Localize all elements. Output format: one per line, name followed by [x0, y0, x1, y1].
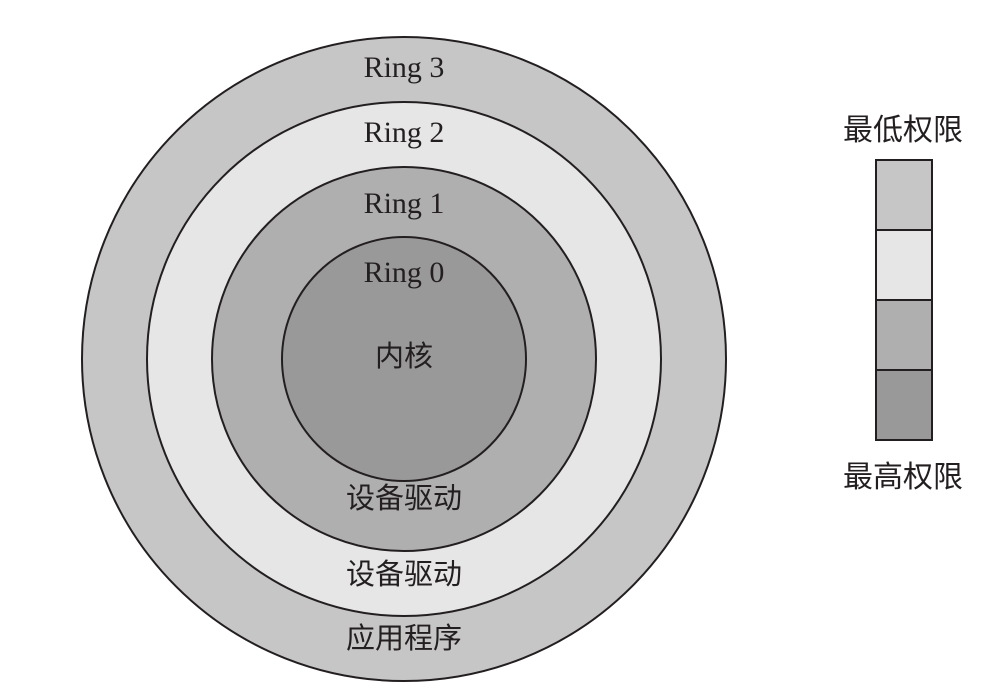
ring-1-label: Ring 1 [364, 187, 445, 220]
legend-swatch-ring-0 [875, 369, 933, 441]
ring-1-role-label: 设备驱动 [346, 481, 462, 515]
ring-2-label: Ring 2 [364, 116, 445, 149]
legend-swatch-ring-3 [875, 159, 933, 231]
ring-0-label: Ring 0 [364, 256, 445, 289]
ring-2-role-label: 设备驱动 [346, 557, 462, 591]
legend-swatch-ring-1 [875, 299, 933, 371]
ring-0-area [281, 236, 527, 482]
legend-top-label: 最低权限 [843, 113, 963, 148]
ring-3-label: Ring 3 [364, 51, 445, 84]
kernel-label: 内核 [375, 339, 433, 373]
legend-bottom-label: 最高权限 [843, 460, 963, 495]
legend-swatch-ring-2 [875, 229, 933, 301]
ring-3-role-label: 应用程序 [346, 621, 462, 655]
